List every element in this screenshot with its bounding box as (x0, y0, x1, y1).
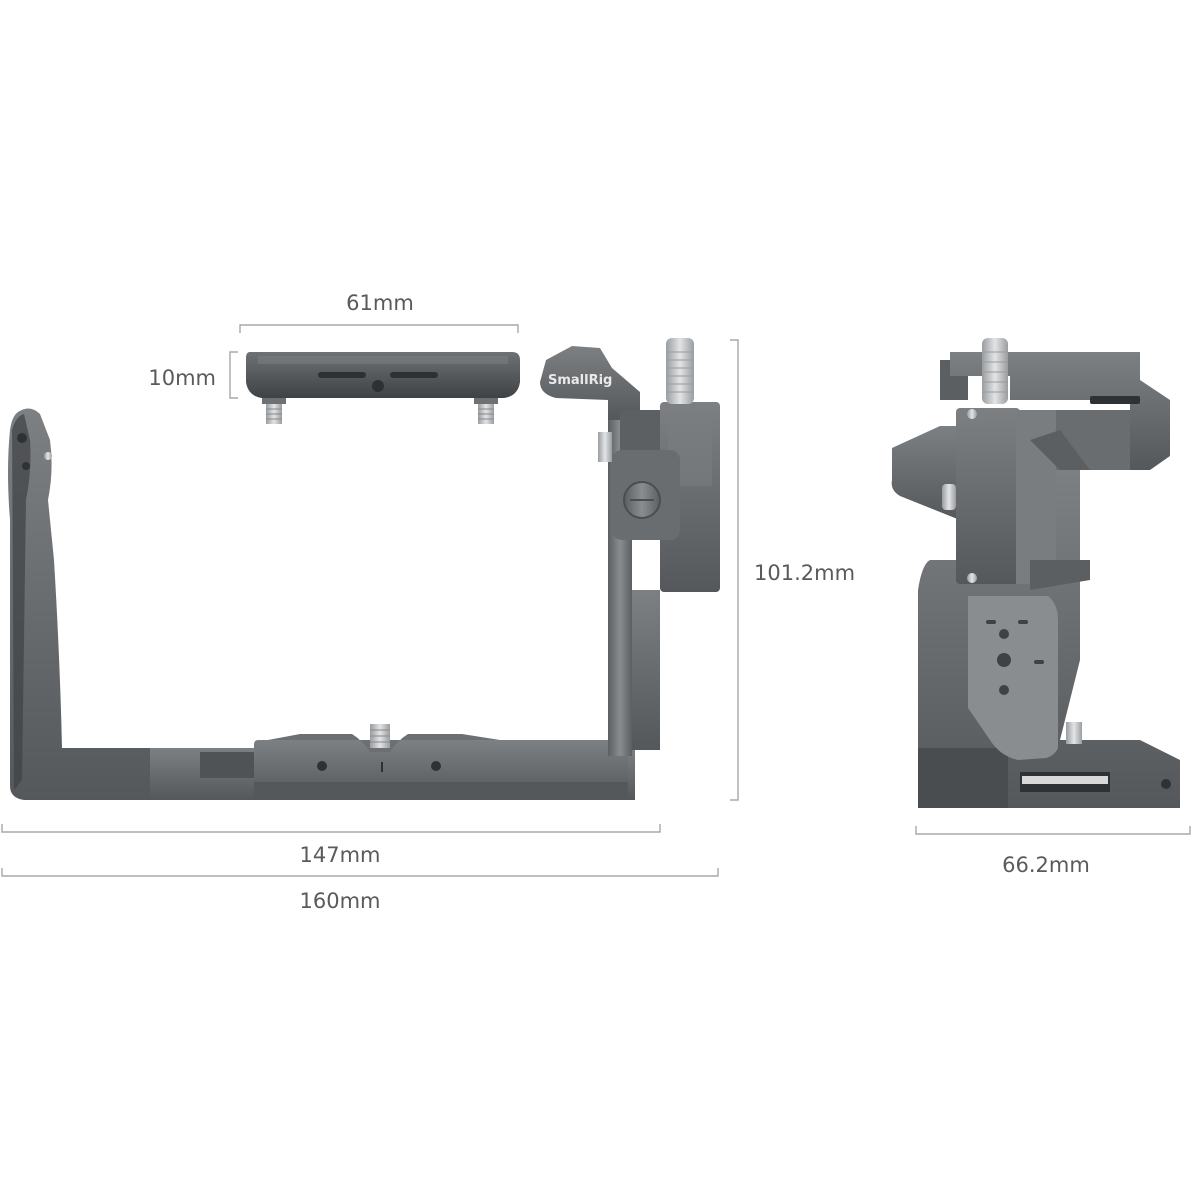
brand-logo: SmallRig (548, 373, 612, 388)
locking-knob (666, 338, 694, 404)
dimension-label-147mm: 147mm (300, 843, 381, 867)
dimension-160mm: 160mm (1, 868, 719, 913)
dimension-147mm: 147mm (1, 824, 661, 867)
dimension-label-160mm: 160mm (300, 889, 381, 913)
dimension-66-2mm: 66.2mm (915, 826, 1191, 877)
dimension-label-61mm: 61mm (346, 291, 414, 315)
dimension-101-2mm: 101.2mm (730, 339, 855, 801)
cage-left-grip (8, 408, 160, 800)
side-locking-knob (982, 338, 1008, 404)
bottom-mount-screw (370, 724, 390, 748)
dimension-label-66-2mm: 66.2mm (1002, 853, 1090, 877)
front-view: SmallRig (8, 338, 720, 800)
dimension-61mm: 61mm (239, 291, 519, 333)
side-mount-screw (598, 432, 612, 462)
cage-bottom-plate (150, 724, 635, 800)
top-cold-shoe-plate (246, 352, 520, 424)
dimension-10mm: 10mm (148, 351, 238, 399)
plate-screw-right (474, 398, 498, 424)
plate-screw-left (262, 398, 286, 424)
side-view (891, 338, 1180, 808)
cage-right-side: SmallRig (540, 338, 720, 756)
dimension-label-10mm: 10mm (148, 366, 216, 390)
dimension-label-101-2mm: 101.2mm (754, 561, 855, 585)
